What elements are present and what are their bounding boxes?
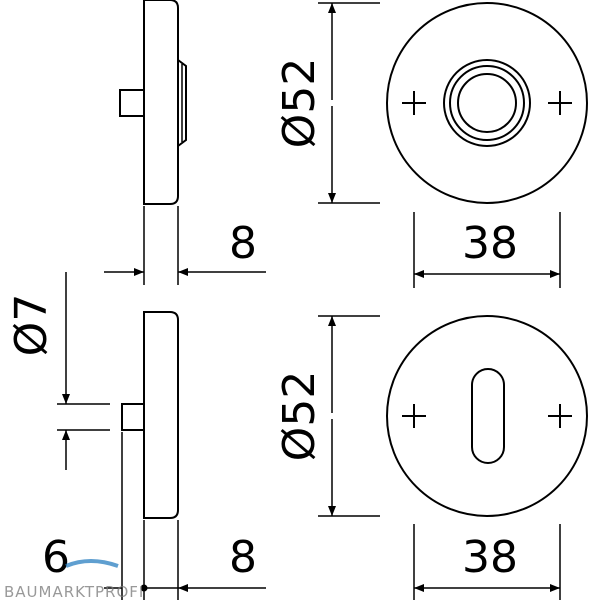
top-right-screw-cross [548,91,572,115]
top-cylinder-stub [119,89,145,117]
top-thickness-label: 8 [229,218,257,269]
top-rosette-circle [386,2,588,204]
top-rosette-edge [177,59,187,147]
top-diameter-label: Ø52 [274,58,325,149]
watermark-text: BAUMARKTPROFI [4,583,144,600]
bottom-pin-length-label: 6 [42,532,70,583]
bottom-right-screw-cross [548,404,572,428]
top-side-view: 8 [104,0,266,285]
bottom-pin-diameter-label: Ø7 [6,294,57,357]
bottom-rosette-profile [143,311,179,519]
top-cylinder-ring-outer [443,59,531,147]
top-hole-spacing-label: 38 [462,218,518,269]
watermark: BAUMARKTPROFI [4,559,144,600]
top-front-view: Ø52 38 [274,2,588,288]
bottom-keyhole-slot [471,368,505,464]
top-rosette-profile [143,0,179,205]
bottom-front-view: Ø52 38 [274,315,588,600]
bottom-side-view: Ø7 6 8 [6,272,266,600]
bottom-rosette-circle [386,315,588,517]
bottom-diameter-label: Ø52 [274,371,325,462]
bottom-thickness-label: 8 [229,532,257,583]
watermark-logo-icon [65,559,119,568]
bottom-left-screw-cross [402,404,426,428]
bottom-pin [121,403,145,431]
bottom-hole-spacing-label: 38 [462,532,518,583]
top-cylinder-hole [457,73,517,133]
top-left-screw-cross [402,91,426,115]
